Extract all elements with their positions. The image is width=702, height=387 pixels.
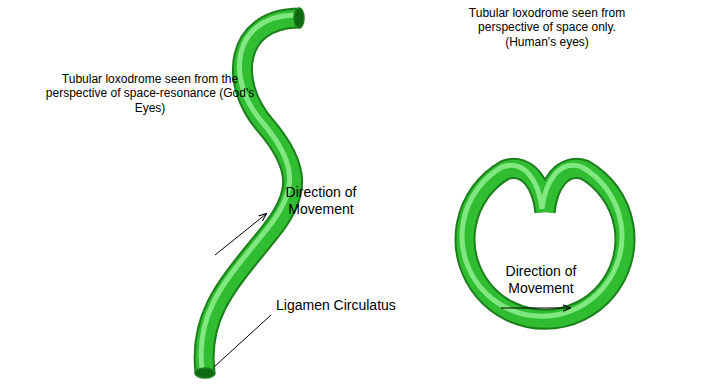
caption-note: Tubular loxodrome seen from perspective … <box>462 6 632 49</box>
heart-tube <box>462 165 625 319</box>
leader-line <box>214 315 271 367</box>
direction-label: Direction of Movement <box>272 184 370 218</box>
direction-label: Direction of Movement <box>492 263 590 297</box>
direction-arrow <box>215 214 266 255</box>
part-label: Ligamen Circulatus <box>276 297 396 314</box>
caption-note: Tubular loxodrome seen from the perspect… <box>45 72 255 115</box>
direction-arrow <box>501 308 570 309</box>
